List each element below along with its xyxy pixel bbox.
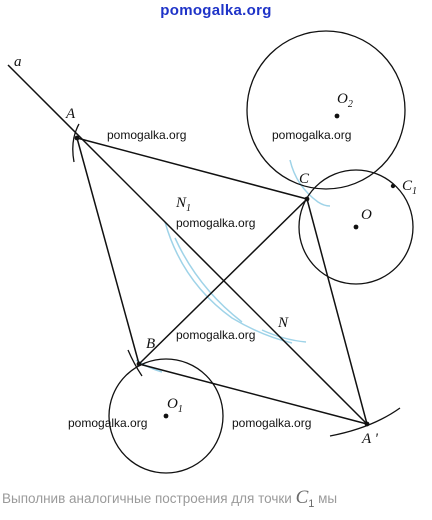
label-o2: O2 bbox=[337, 91, 353, 110]
circle-o1 bbox=[108, 358, 224, 474]
point-c bbox=[304, 196, 310, 202]
label-o2-letter: O bbox=[337, 91, 348, 107]
segment-ba-prime bbox=[138, 363, 368, 425]
segment-bc bbox=[138, 198, 308, 365]
label-o1-sub: 1 bbox=[178, 404, 183, 415]
point-a-prime bbox=[364, 421, 370, 427]
caption-symbol: C bbox=[295, 487, 309, 508]
construction-arc-inner bbox=[174, 237, 243, 323]
points bbox=[74, 113, 396, 427]
construction-arcs bbox=[135, 159, 331, 373]
segment-ab bbox=[76, 137, 140, 365]
caption-tail: мы bbox=[314, 491, 338, 506]
label-c: C bbox=[299, 171, 310, 187]
label-o1: O1 bbox=[167, 396, 183, 415]
construction-arc-large bbox=[164, 221, 293, 344]
point-a bbox=[74, 135, 80, 141]
caption-main: Выполнив аналогичные построения для точк… bbox=[2, 491, 296, 506]
label-c1-sub: 1 bbox=[412, 186, 417, 197]
label-a: A bbox=[65, 106, 76, 122]
watermark-text: pomogalka.org bbox=[176, 216, 255, 230]
construction-arc-n bbox=[261, 329, 307, 343]
point-c1 bbox=[390, 183, 396, 189]
site-title: pomogalka.org bbox=[160, 2, 272, 19]
label-o2-sub: 2 bbox=[348, 99, 353, 110]
circle-o2 bbox=[246, 30, 406, 190]
arc-mark-a bbox=[72, 123, 80, 163]
label-o1-letter: O bbox=[167, 396, 178, 412]
watermark-text: pomogalka.org bbox=[272, 128, 351, 142]
label-a-prime: A ' bbox=[361, 431, 379, 447]
point-o2 bbox=[334, 113, 340, 119]
arc-mark-b bbox=[127, 349, 143, 377]
label-line-a: a bbox=[14, 54, 22, 70]
watermark-text: pomogalka.org bbox=[68, 416, 147, 430]
watermark-text: pomogalka.org bbox=[107, 128, 186, 142]
circles bbox=[108, 30, 414, 474]
label-o: O bbox=[361, 207, 372, 223]
caption-text: Выполнив аналогичные построения для точк… bbox=[2, 487, 337, 510]
circle-o bbox=[298, 169, 414, 285]
segment-ac bbox=[76, 137, 308, 200]
point-o bbox=[353, 224, 359, 230]
caption-symbol-sub: 1 bbox=[308, 498, 315, 510]
label-b: B bbox=[146, 336, 155, 352]
label-n: N bbox=[277, 315, 289, 331]
construction-arc-c bbox=[289, 159, 331, 207]
label-n1-sub: 1 bbox=[186, 203, 191, 214]
line-a bbox=[7, 64, 368, 425]
segments bbox=[7, 64, 368, 425]
label-n1-letter: N bbox=[175, 195, 187, 211]
label-c1: C1 bbox=[402, 178, 417, 197]
watermark-text: pomogalka.org bbox=[176, 328, 255, 342]
point-o1 bbox=[163, 413, 169, 419]
segment-ca-prime bbox=[306, 198, 368, 425]
watermark-text: pomogalka.org bbox=[232, 416, 311, 430]
label-n1: N1 bbox=[175, 195, 191, 214]
label-c1-letter: C bbox=[402, 178, 413, 194]
point-b bbox=[136, 361, 142, 367]
